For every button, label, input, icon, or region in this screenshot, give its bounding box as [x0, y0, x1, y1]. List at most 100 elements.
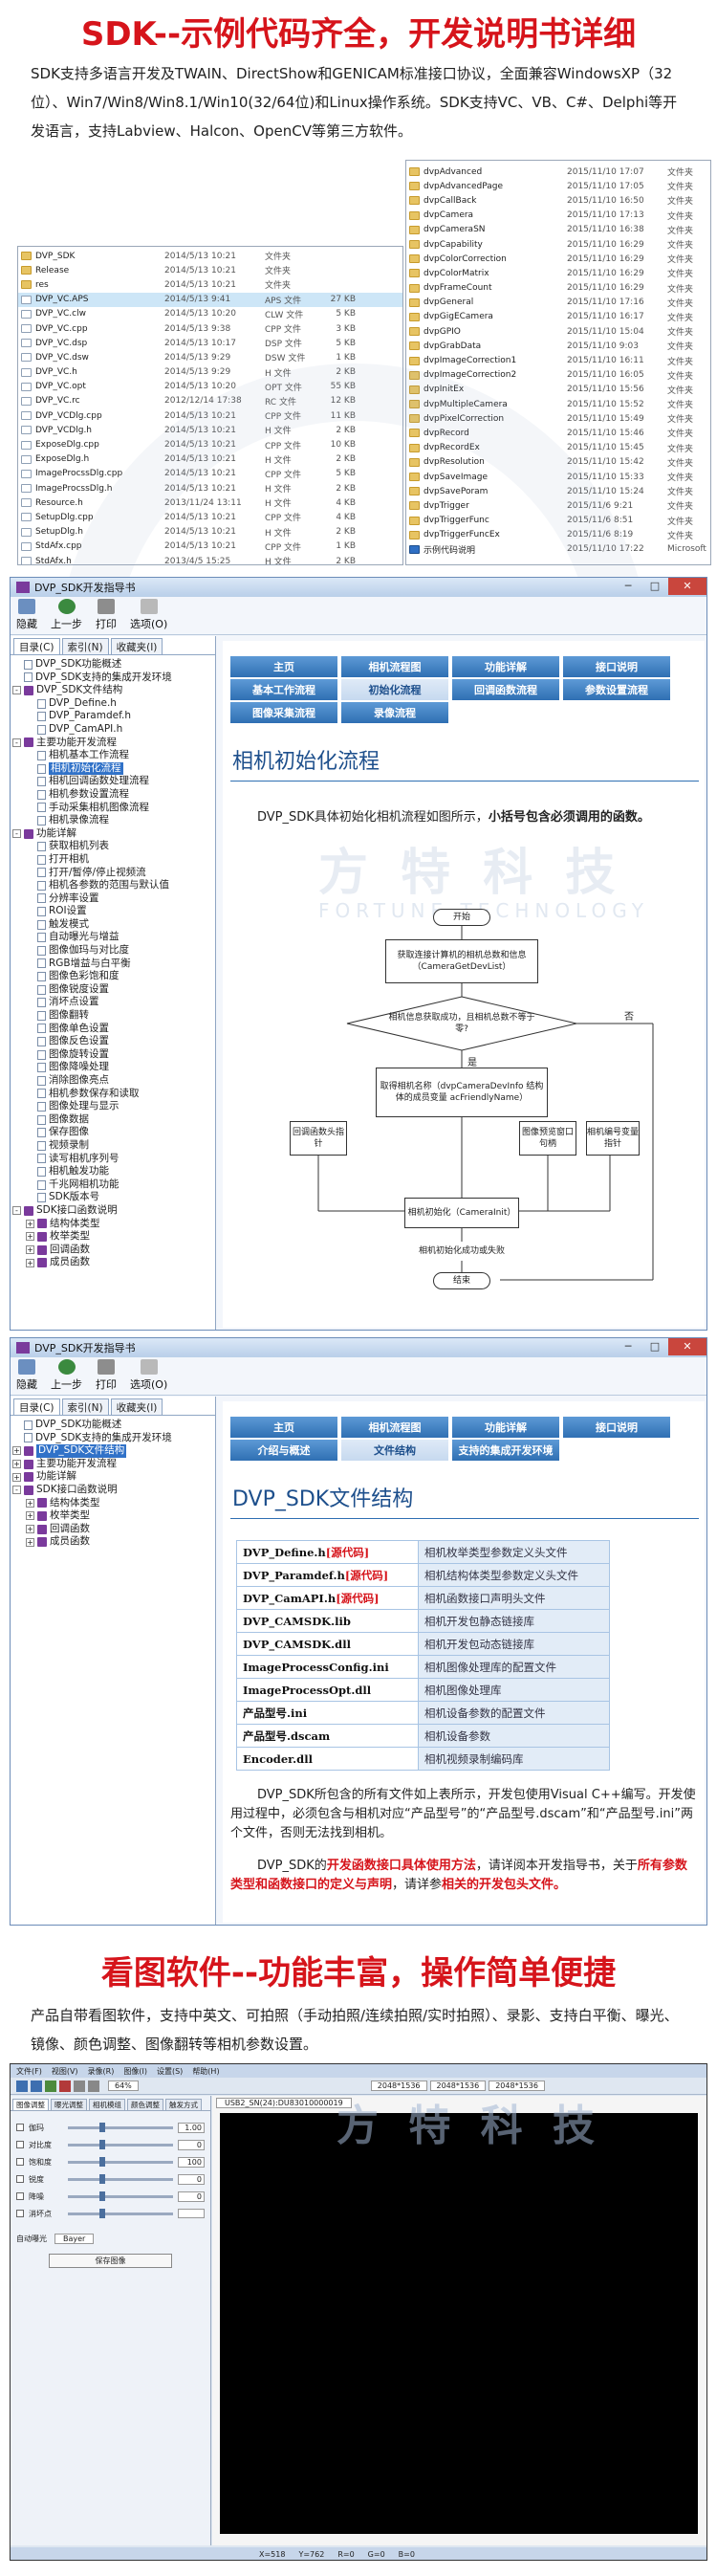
param-slider[interactable] [68, 2208, 173, 2218]
expand-icon[interactable]: + [26, 1525, 34, 1534]
tree-item[interactable]: 视频录制 [12, 1139, 213, 1153]
nav-tab[interactable]: 录像流程 [341, 702, 448, 723]
collapse-icon[interactable]: - [12, 738, 21, 747]
param-value[interactable]: 1.00 [178, 2122, 205, 2133]
param-checkbox[interactable] [16, 2175, 24, 2183]
tab-favorites[interactable]: 收藏夹(I) [110, 1398, 163, 1415]
nav-tab[interactable]: 基本工作流程 [230, 679, 337, 700]
tree-item[interactable]: DVP_SDK功能概述 [12, 1419, 213, 1432]
tree-item[interactable]: 自动曝光与增益 [12, 931, 213, 944]
tree-item[interactable]: +DVP_SDK文件结构 [12, 1444, 213, 1458]
menu-item[interactable]: 帮助(H) [192, 2066, 220, 2076]
control-tab[interactable]: 相机模组 [89, 2099, 125, 2110]
menu-item[interactable]: 视图(V) [51, 2066, 78, 2076]
print-button[interactable]: 打印 [96, 1359, 117, 1392]
tab-index[interactable]: 索引(N) [61, 1398, 109, 1415]
options-button[interactable]: 选项(O) [130, 599, 167, 631]
param-checkbox[interactable] [16, 2192, 24, 2200]
minimize-button[interactable]: ─ [624, 1340, 632, 1353]
control-tab[interactable]: 颜色调整 [127, 2099, 163, 2110]
tree-item[interactable]: -DVP_SDK文件结构 [12, 684, 213, 697]
tree-item[interactable]: DVP_Define.h [12, 697, 213, 711]
tree-item[interactable]: +回调函数 [12, 1244, 213, 1257]
tree-item[interactable]: 相机基本工作流程 [12, 749, 213, 762]
close-button[interactable]: ✕ [668, 578, 706, 595]
tree-item[interactable]: -SDK接口函数说明 [12, 1204, 213, 1218]
back-button[interactable]: 上一步 [51, 599, 82, 631]
nav-tab[interactable]: 相机流程图 [341, 1417, 448, 1438]
expand-icon[interactable]: + [12, 1446, 21, 1456]
tree-item[interactable]: +结构体类型 [12, 1497, 213, 1510]
expand-icon[interactable]: + [12, 1460, 21, 1469]
expand-icon[interactable]: + [26, 1232, 34, 1242]
tree-item[interactable]: DVP_Paramdef.h [12, 710, 213, 723]
tree-item[interactable]: DVP_SDK支持的集成开发环境 [12, 1432, 213, 1445]
tab-contents[interactable]: 目录(C) [13, 638, 60, 654]
tree-item[interactable]: 打开相机 [12, 853, 213, 867]
param-checkbox[interactable] [16, 2124, 24, 2131]
nav-tab[interactable]: 介绍与概述 [230, 1440, 337, 1461]
slider-thumb[interactable] [99, 2208, 105, 2218]
tree-item[interactable]: +回调函数 [12, 1523, 213, 1536]
back-button[interactable]: 上一步 [51, 1359, 82, 1392]
control-tab[interactable]: 触发方式 [165, 2099, 202, 2110]
nav-tab[interactable]: 图像采集流程 [230, 702, 337, 723]
slider-thumb[interactable] [99, 2173, 105, 2184]
tree-item[interactable]: DVP_CamAPI.h [12, 723, 213, 737]
tree-item[interactable]: 手动采集相机图像流程 [12, 802, 213, 815]
camera-icon[interactable] [74, 2080, 85, 2092]
collapse-icon[interactable]: - [12, 1486, 21, 1495]
minimize-button[interactable]: ─ [624, 580, 632, 592]
param-value[interactable]: 0 [178, 2173, 205, 2185]
nav-tab[interactable]: 功能详解 [452, 1417, 559, 1438]
param-checkbox[interactable] [16, 2158, 24, 2166]
tree-item[interactable]: 相机参数设置流程 [12, 788, 213, 802]
param-slider[interactable] [68, 2139, 173, 2149]
collapse-icon[interactable]: - [12, 1206, 21, 1216]
param-value[interactable] [178, 2209, 205, 2218]
maximize-button[interactable]: □ [649, 1340, 661, 1353]
resolution-select-3[interactable]: 2048*1536 [489, 2081, 545, 2091]
tree-item[interactable]: 触发模式 [12, 918, 213, 932]
menu-item[interactable]: 设置(S) [156, 2066, 184, 2076]
tree-item[interactable]: 相机回调函数处理流程 [12, 775, 213, 788]
slider-thumb[interactable] [99, 2139, 105, 2149]
tree-item[interactable]: 获取相机列表 [12, 840, 213, 853]
tree-item[interactable]: -功能详解 [12, 827, 213, 841]
menu-item[interactable]: 图像(I) [123, 2066, 147, 2076]
stop-icon[interactable] [59, 2080, 71, 2092]
record-icon[interactable] [88, 2080, 99, 2092]
tree-item[interactable]: 图像翻转 [12, 1009, 213, 1023]
tree-item[interactable]: 读写相机序列号 [12, 1153, 213, 1166]
expand-icon[interactable]: + [26, 1219, 34, 1228]
tree-item[interactable]: +主要功能开发流程 [12, 1458, 213, 1471]
nav-tab[interactable]: 相机流程图 [341, 656, 448, 677]
tree-item[interactable]: ROI设置 [12, 905, 213, 918]
tree-item[interactable]: +枚举类型 [12, 1230, 213, 1244]
